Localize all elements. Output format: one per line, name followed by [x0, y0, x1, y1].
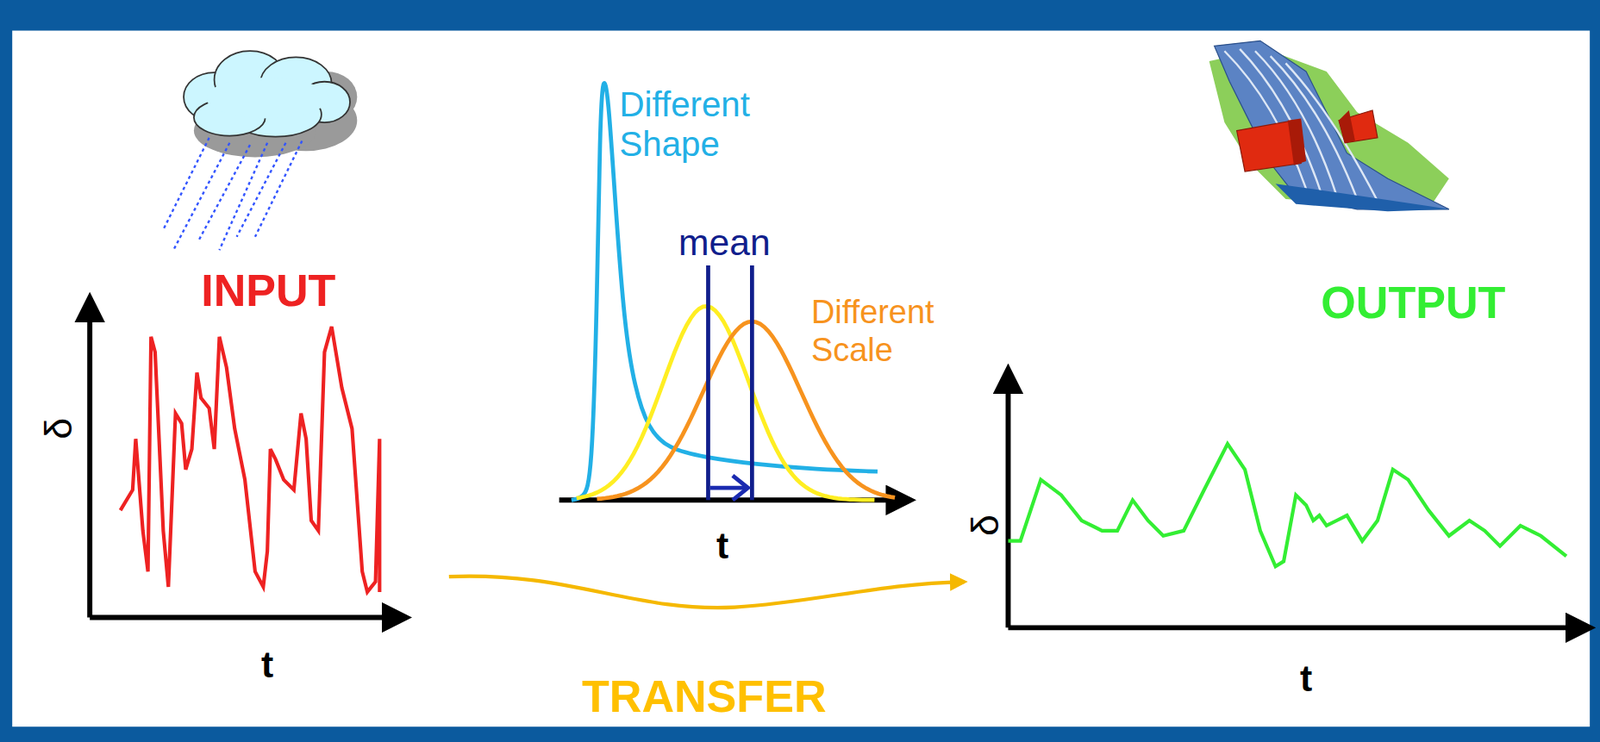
diagram-label: Different Shape: [618, 84, 793, 165]
output-signal: [1007, 443, 1566, 567]
shape-curve: [571, 82, 878, 500]
rain-cloud: [162, 50, 357, 250]
mean-shift-arrow: [710, 475, 749, 500]
diagram-label: δ: [963, 514, 1009, 537]
mean-lines: [707, 265, 752, 500]
diagram-label: t: [716, 525, 729, 568]
input-axes: [89, 298, 407, 619]
diagram-label: OUTPUT: [1320, 277, 1506, 330]
output-axes: [1007, 369, 1590, 629]
diagram-label: t: [1300, 657, 1313, 700]
diagram-label: mean: [678, 221, 771, 264]
diagram-label: δ: [37, 418, 82, 440]
diagram-label: Different Scale: [811, 293, 975, 369]
transfer-arrow: [449, 576, 965, 609]
diagram-label: t: [261, 643, 274, 687]
dam-icon: [1209, 40, 1450, 212]
input-signal: [120, 326, 381, 593]
white-panel: [12, 31, 1590, 728]
diagram-label: TRANSFER: [581, 671, 827, 724]
diagram-label: INPUT: [200, 264, 336, 317]
